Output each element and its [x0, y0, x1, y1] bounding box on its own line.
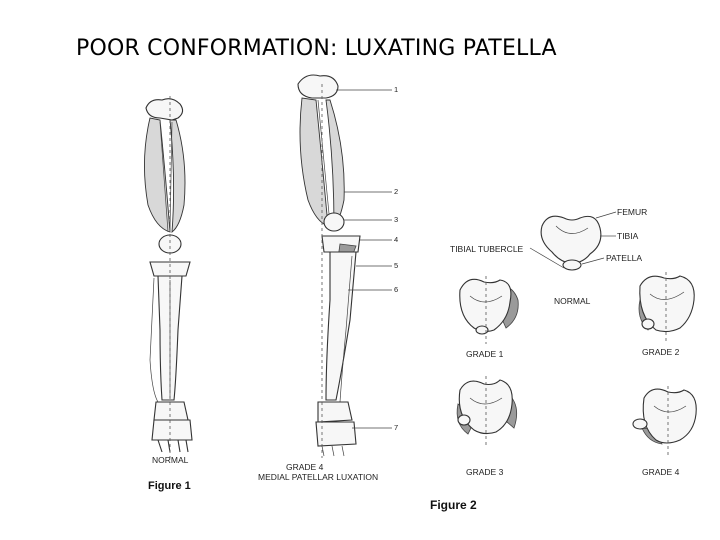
- callout-4: 4: [394, 235, 399, 244]
- normal-knee-drawing: [529, 211, 617, 271]
- grade2-knee-drawing: [638, 272, 695, 344]
- normal-leg-drawing: [144, 96, 193, 458]
- grade3-knee-drawing: [456, 376, 518, 448]
- femur-label: FEMUR: [617, 207, 648, 217]
- callout-2: 2: [394, 187, 399, 196]
- grade1-knee-drawing: [459, 276, 519, 344]
- grade4-knee-drawing: [632, 386, 697, 456]
- callout-6: 6: [394, 285, 399, 294]
- grade2-label: GRADE 2: [642, 347, 680, 357]
- luxated-leg-drawing: [297, 74, 392, 458]
- grade4-label: GRADE 4: [642, 467, 680, 477]
- luxation-label-line1: GRADE 4: [286, 462, 324, 472]
- grade1-label: GRADE 1: [466, 349, 504, 359]
- normal-knee-label: NORMAL: [554, 296, 591, 306]
- patella-label: PATELLA: [606, 253, 643, 263]
- normal-leg-label: NORMAL: [152, 455, 189, 465]
- figure1-caption: Figure 1: [148, 480, 191, 492]
- callout-1: 1: [394, 85, 399, 94]
- callout-7: 7: [394, 423, 399, 432]
- tibia-label: TIBIA: [617, 231, 639, 241]
- figure2-caption: Figure 2: [430, 498, 477, 512]
- tibial-tubercle-label: TIBIAL TUBERCLE: [450, 244, 524, 254]
- grade3-label: GRADE 3: [466, 467, 504, 477]
- callout-5: 5: [394, 261, 399, 270]
- luxation-label-line2: MEDIAL PATELLAR LUXATION: [258, 472, 379, 482]
- callout-3: 3: [394, 215, 399, 224]
- slide-title: POOR CONFORMATION: LUXATING PATELLA: [76, 36, 557, 61]
